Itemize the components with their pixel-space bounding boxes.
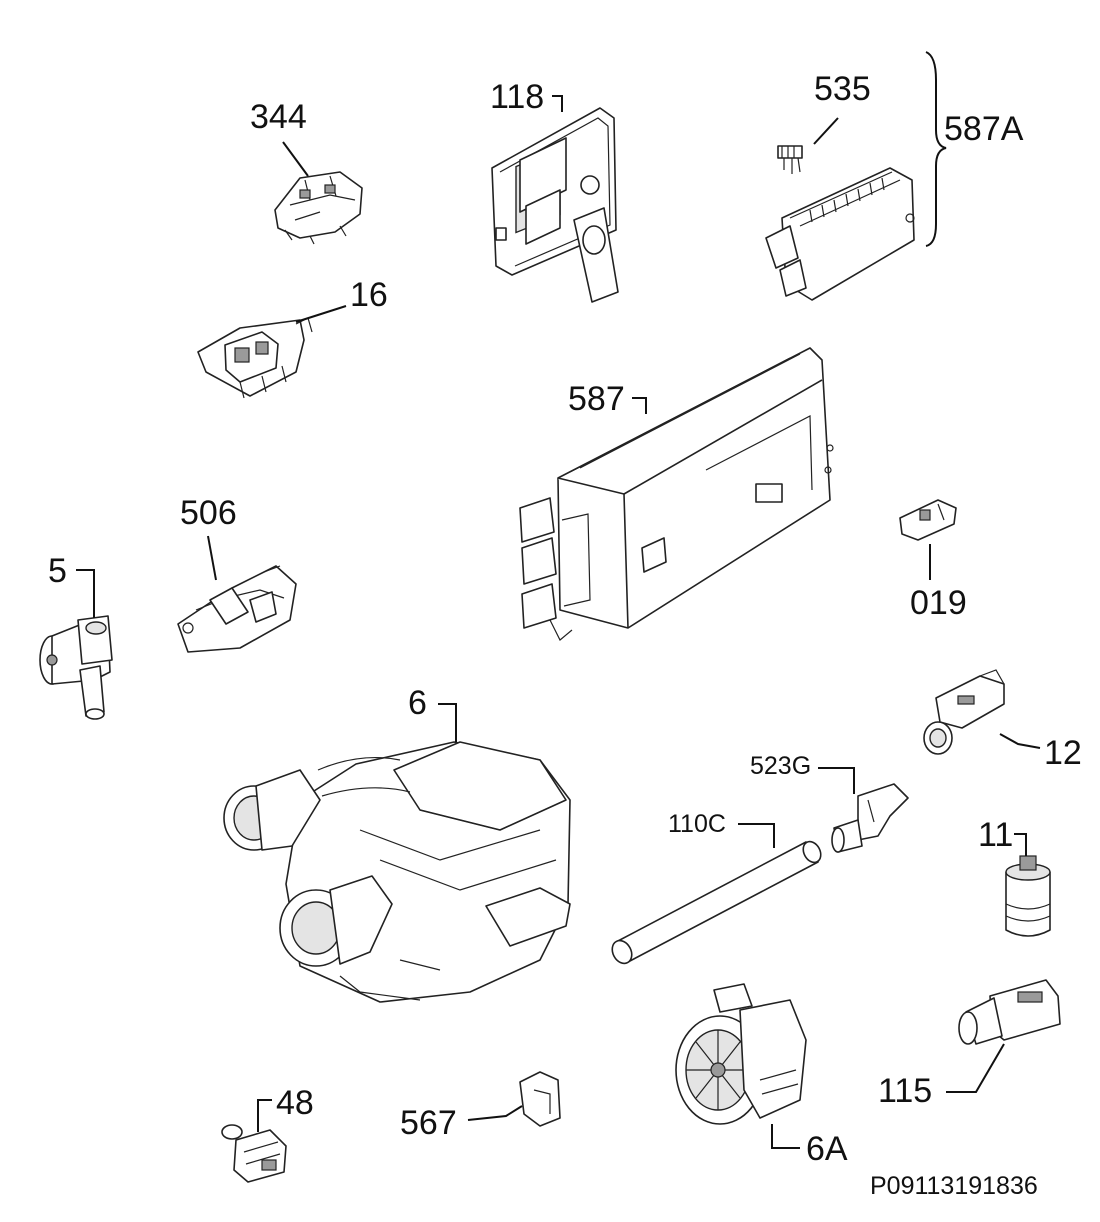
part-523G-drawing [831, 783, 909, 853]
part-118-drawing [491, 107, 619, 303]
part-48-drawing [221, 1124, 287, 1183]
part-label-48: 48 [276, 1084, 314, 1122]
part-label-523G: 523G [750, 752, 811, 780]
part-587A-drawing [765, 167, 915, 301]
part-label-115: 115 [878, 1072, 932, 1110]
part-label-110C: 110C [668, 810, 726, 838]
part-115-drawing [958, 979, 1061, 1045]
part-label-6A: 6A [806, 1130, 848, 1168]
part-6-drawing [223, 741, 571, 1003]
part-label-16: 16 [350, 276, 388, 314]
part-label-11: 11 [978, 816, 1013, 854]
part-587-drawing [519, 347, 834, 641]
part-label-567: 567 [400, 1104, 457, 1142]
part-16-drawing [197, 317, 313, 399]
part-label-535: 535 [814, 70, 871, 108]
part-label-587A: 587A [944, 110, 1024, 148]
document-code: P09113191836 [870, 1172, 1038, 1200]
part-label-5: 5 [48, 552, 67, 590]
part-6A-drawing [675, 983, 807, 1125]
part-label-12: 12 [1044, 734, 1082, 772]
part-label-587: 587 [568, 380, 625, 418]
part-344-drawing [274, 171, 363, 245]
part-label-019: 019 [910, 584, 967, 622]
part-label-344: 344 [250, 98, 307, 136]
part-label-506: 506 [180, 494, 237, 532]
part-11-drawing [1005, 855, 1051, 937]
part-567-drawing [519, 1071, 561, 1127]
part-12-drawing [923, 669, 1005, 755]
part-110C-drawing [611, 840, 822, 965]
part-535-drawing [777, 145, 803, 174]
part-label-118: 118 [490, 78, 544, 116]
part-5-drawing [39, 615, 113, 720]
part-506-drawing [177, 565, 297, 653]
part-label-6: 6 [408, 684, 427, 722]
part-019-drawing [899, 499, 957, 541]
